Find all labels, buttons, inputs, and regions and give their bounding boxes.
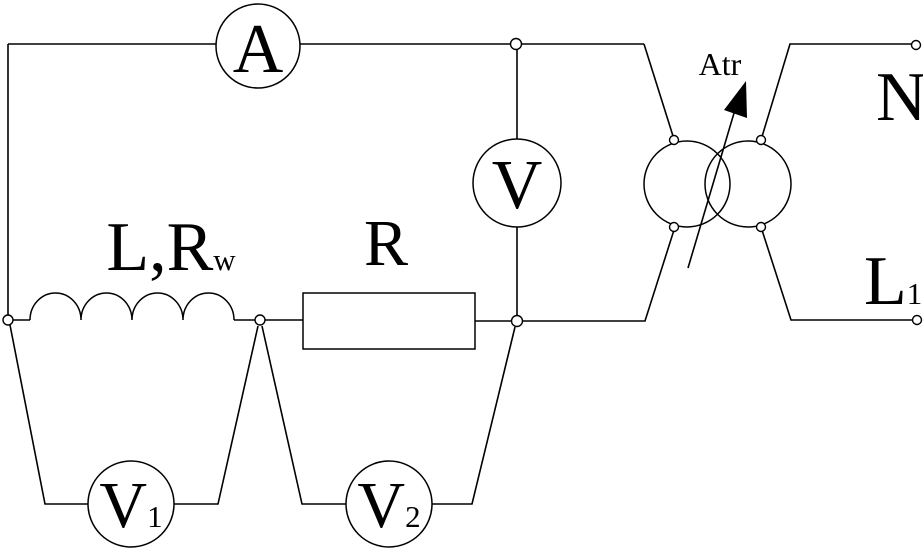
autotransformer-primary-coil (643, 140, 731, 228)
voltmeter1-label: V1 (99, 469, 162, 542)
terminal-l1-connector (911, 314, 923, 326)
wire-v2-right-lead (432, 326, 516, 505)
terminal-n-label: N (876, 59, 923, 136)
junction-node-middle (254, 314, 266, 326)
autotransformer-group: Atr (643, 46, 792, 269)
junction-node-right (510, 314, 524, 328)
voltmeter1-body (87, 460, 175, 548)
autotransformer-label: Atr (699, 46, 742, 82)
terminal-neutral-group: N (876, 39, 923, 136)
voltmeter2-body (345, 460, 433, 548)
junction-node-top (509, 37, 523, 51)
wire-v1-left-lead (9, 324, 88, 505)
transformer-terminal-bottom-left (668, 221, 680, 233)
autotransformer-secondary-coil (704, 140, 792, 228)
wire-to-terminal-l1 (760, 226, 914, 321)
voltmeter-group: V (472, 138, 562, 228)
transformer-terminal-top-left (668, 134, 680, 146)
voltmeter1-group: V1 (87, 460, 175, 548)
adjustment-arrow-head-icon (724, 81, 747, 118)
junction-nodes (2, 37, 524, 328)
terminal-n-connector (910, 39, 922, 51)
resistor-group: R (302, 207, 476, 350)
terminal-line-group: L1 (864, 243, 923, 326)
wire-to-transformer-bottom (517, 229, 675, 322)
transformer-terminal-top-right (755, 134, 767, 146)
resistor-label: R (364, 207, 408, 280)
voltmeter-body (472, 138, 562, 228)
ammeter-label: A (233, 11, 284, 88)
ammeter-body (215, 3, 301, 89)
resistor-body (302, 292, 476, 350)
inductor-group: L,Rw (29, 209, 236, 321)
terminal-l1-label: L1 (864, 243, 922, 320)
inductor-label: L,Rw (106, 209, 236, 286)
wire-resistor-leads (234, 319, 517, 322)
voltmeter2-label: V2 (357, 469, 420, 542)
wires (7, 43, 914, 505)
adjustment-arrow-shaft (687, 102, 738, 269)
ammeter-group: A (215, 3, 301, 89)
wire-v2-left-lead (261, 325, 346, 505)
transformer-terminal-bottom-right (755, 221, 767, 233)
inductor-coil (29, 292, 235, 321)
wire-to-terminal-n (760, 43, 914, 141)
voltmeter-label: V (492, 147, 543, 224)
wire-diag-to-transformer-top (643, 43, 674, 137)
voltmeter2-group: V2 (345, 460, 433, 548)
wire-v1-right-lead (174, 325, 259, 505)
junction-node-left (2, 314, 14, 326)
